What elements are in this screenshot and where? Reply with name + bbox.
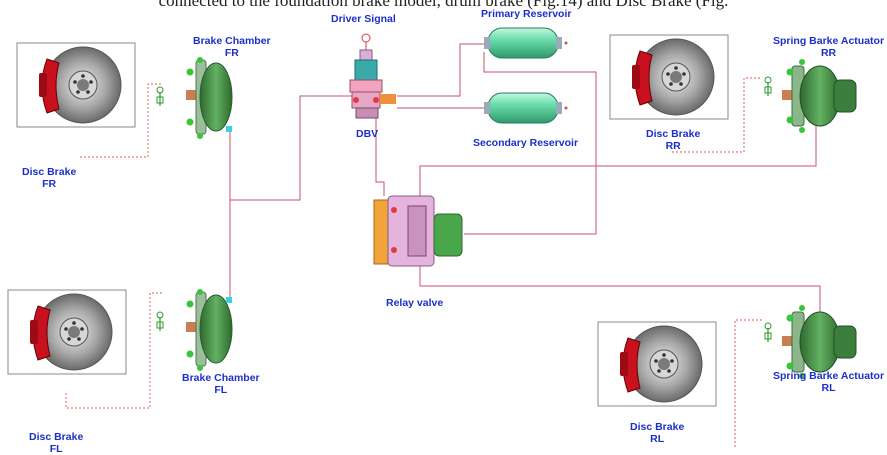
dbv-valve-image bbox=[349, 49, 396, 119]
relay-valve-image bbox=[373, 195, 463, 267]
label-spring-actuator-rl-line2: RL bbox=[821, 382, 836, 394]
linkage-fl-icon bbox=[156, 311, 164, 332]
label-spring-actuator-rr: Spring Barke Actuator RR bbox=[773, 35, 884, 59]
primary-reservoir-image bbox=[483, 27, 568, 59]
linkage-rr-icon bbox=[764, 76, 772, 97]
label-primary-reservoir: Primary Reservoir bbox=[481, 8, 572, 20]
driver-signal-icon bbox=[361, 33, 371, 52]
label-secondary-reservoir: Secondary Reservoir bbox=[473, 137, 579, 149]
label-brake-chamber-fl: Brake Chamber FL bbox=[182, 372, 260, 396]
spring-actuator-rr-image bbox=[781, 58, 857, 134]
link-disc-rl bbox=[734, 319, 762, 447]
linkage-rl-icon bbox=[764, 322, 772, 343]
air-line-primary-to-relay bbox=[464, 52, 597, 235]
disc-brake-fr-image bbox=[16, 42, 136, 128]
label-disc-brake-rr: Disc Brake RR bbox=[646, 128, 700, 152]
label-brake-chamber-fr: Brake Chamber FR bbox=[193, 35, 271, 59]
label-disc-brake-rl-line2: RL bbox=[650, 433, 665, 445]
brake-chamber-fl-image bbox=[185, 288, 233, 372]
label-driver-signal: Driver Signal bbox=[331, 13, 396, 25]
disc-brake-rl-image bbox=[597, 321, 717, 407]
mech-links bbox=[65, 77, 762, 447]
label-disc-brake-fl: Disc Brake FL bbox=[29, 431, 83, 455]
label-disc-brake-fr-line2: FR bbox=[42, 178, 57, 190]
label-disc-brake-fr: Disc Brake FR bbox=[22, 166, 76, 190]
label-spring-actuator-rr-line2: RR bbox=[820, 47, 837, 59]
label-spring-actuator-rr-line1: Spring Barke Actuator bbox=[773, 35, 885, 47]
label-disc-brake-rl: Disc Brake RL bbox=[630, 421, 684, 445]
air-line-relay-to-rr bbox=[419, 122, 817, 196]
port-fl-icon bbox=[226, 297, 232, 303]
air-lines bbox=[229, 43, 821, 316]
label-spring-actuator-rl-line1: Spring Barke Actuator bbox=[773, 370, 885, 382]
label-dbv: DBV bbox=[356, 128, 379, 140]
spring-actuator-rl-image bbox=[781, 304, 857, 380]
air-line-dbv-to-primary bbox=[397, 43, 486, 97]
port-fr-icon bbox=[226, 126, 232, 132]
label-spring-actuator-rl: Spring Barke Actuator RL bbox=[773, 370, 884, 394]
label-disc-brake-rl-line1: Disc Brake bbox=[630, 421, 685, 433]
linkage-fr-icon bbox=[156, 86, 164, 107]
label-relay-valve: Relay valve bbox=[386, 297, 444, 309]
air-line-dbv-to-relay bbox=[375, 118, 385, 196]
label-disc-brake-rr-line1: Disc Brake bbox=[646, 128, 701, 140]
air-line-dbv-to-front bbox=[230, 95, 352, 201]
brake-chamber-fr-image bbox=[185, 56, 233, 140]
label-disc-brake-fl-line2: FL bbox=[49, 443, 63, 455]
label-brake-chamber-fl-line2: FL bbox=[214, 384, 228, 396]
air-line-relay-to-rl bbox=[419, 266, 821, 316]
label-disc-brake-fr-line1: Disc Brake bbox=[22, 166, 77, 178]
label-brake-chamber-fr-line2: FR bbox=[224, 47, 239, 59]
caption-text: connected to the foundation brake model,… bbox=[158, 0, 729, 10]
secondary-reservoir-image bbox=[483, 92, 568, 124]
link-disc-fr bbox=[80, 83, 162, 158]
label-brake-chamber-fr-line1: Brake Chamber bbox=[193, 35, 271, 47]
disc-brake-rr-image bbox=[609, 34, 729, 120]
disc-brake-fl-image bbox=[7, 289, 127, 375]
label-disc-brake-fl-line1: Disc Brake bbox=[29, 431, 84, 443]
link-disc-rr bbox=[672, 77, 762, 153]
label-brake-chamber-fl-line1: Brake Chamber bbox=[182, 372, 260, 384]
link-disc-fl bbox=[65, 292, 162, 409]
label-disc-brake-rr-line2: RR bbox=[665, 140, 681, 152]
